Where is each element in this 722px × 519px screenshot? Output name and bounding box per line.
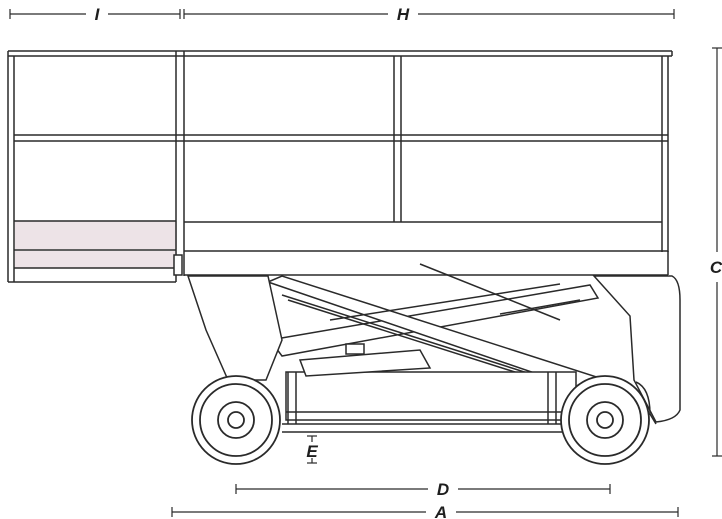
deck-extension-panel xyxy=(15,221,177,268)
dimension-label-h: H xyxy=(397,5,410,24)
dimension-label-d: D xyxy=(437,480,449,499)
platform-deck xyxy=(8,220,669,283)
dimension-i xyxy=(9,9,181,19)
chassis xyxy=(186,275,681,433)
dimension-a xyxy=(171,507,679,517)
dimension-label-c: C xyxy=(710,258,722,277)
dimension-h xyxy=(183,9,675,19)
dimension-c xyxy=(712,47,722,457)
dimension-d xyxy=(235,484,611,494)
front-wheel xyxy=(560,375,650,465)
rear-wheel xyxy=(191,375,281,465)
guardrail xyxy=(7,50,673,282)
dimension-label-i: I xyxy=(95,5,101,24)
dimension-label-a: A xyxy=(434,503,447,519)
dimension-label-e: E xyxy=(306,442,318,461)
scissor-arms xyxy=(265,263,608,397)
dimension-e xyxy=(307,435,317,464)
